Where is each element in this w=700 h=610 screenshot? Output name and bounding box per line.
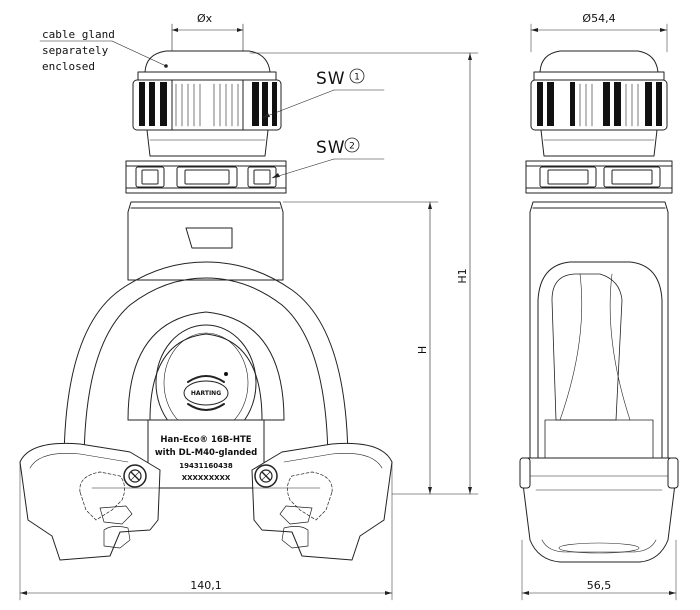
note-line-2: separately [42, 44, 109, 57]
locking-levers [19, 442, 393, 561]
dimension-label-width-side: 56,5 [587, 579, 612, 592]
sw2-label: SW [316, 138, 346, 158]
dimension-side-diameter: Ø54,4 [530, 12, 668, 53]
product-label-line1: Han-Eco® 16B-HTE [160, 435, 251, 445]
sw1-label: SW [316, 69, 346, 89]
dimension-label-gland-diameter: Øx [197, 12, 213, 25]
product-label-line4: XXXXXXXXX [182, 474, 231, 482]
sw2-callout: SW 2 [271, 137, 385, 179]
harting-logo: HARTING [183, 372, 229, 411]
product-label-line2: with DL-M40-glanded [155, 448, 257, 458]
dimension-width-side: 56,5 [521, 539, 677, 601]
product-label-line3: 19431160438 [179, 462, 233, 470]
dimension-label-width-front: 140,1 [190, 579, 222, 592]
dimension-label-h: H [416, 346, 429, 354]
housing-top [127, 201, 284, 281]
side-view: Ø54,4 [519, 12, 679, 601]
cable-gland-callout: cable gland separately enclosed [39, 28, 168, 73]
note-line-1: cable gland [42, 28, 115, 41]
note-line-3: enclosed [42, 60, 95, 73]
side-cable-gland [530, 50, 668, 157]
dimension-label-h1: H1 [456, 268, 469, 283]
cable-gland [132, 50, 282, 157]
sw2-index: 2 [349, 142, 355, 152]
lock-nut [125, 160, 287, 194]
sw1-index: 1 [354, 73, 360, 83]
side-base [519, 457, 679, 563]
logo-text: HARTING [191, 390, 221, 397]
dimension-label-side-diameter: Ø54,4 [582, 12, 615, 25]
dimension-h: H [282, 201, 439, 495]
dimension-gland-diameter: Øx [171, 12, 244, 53]
dimension-width-front: 140,1 [19, 461, 393, 601]
front-view: Øx [19, 12, 479, 601]
sw1-callout: SW 1 [261, 68, 385, 119]
dimension-h1: H1 [249, 52, 479, 495]
side-housing [529, 201, 669, 471]
side-lock-nut [525, 160, 673, 194]
label-plate: Han-Eco® 16B-HTE with DL-M40-glanded 194… [147, 419, 265, 489]
